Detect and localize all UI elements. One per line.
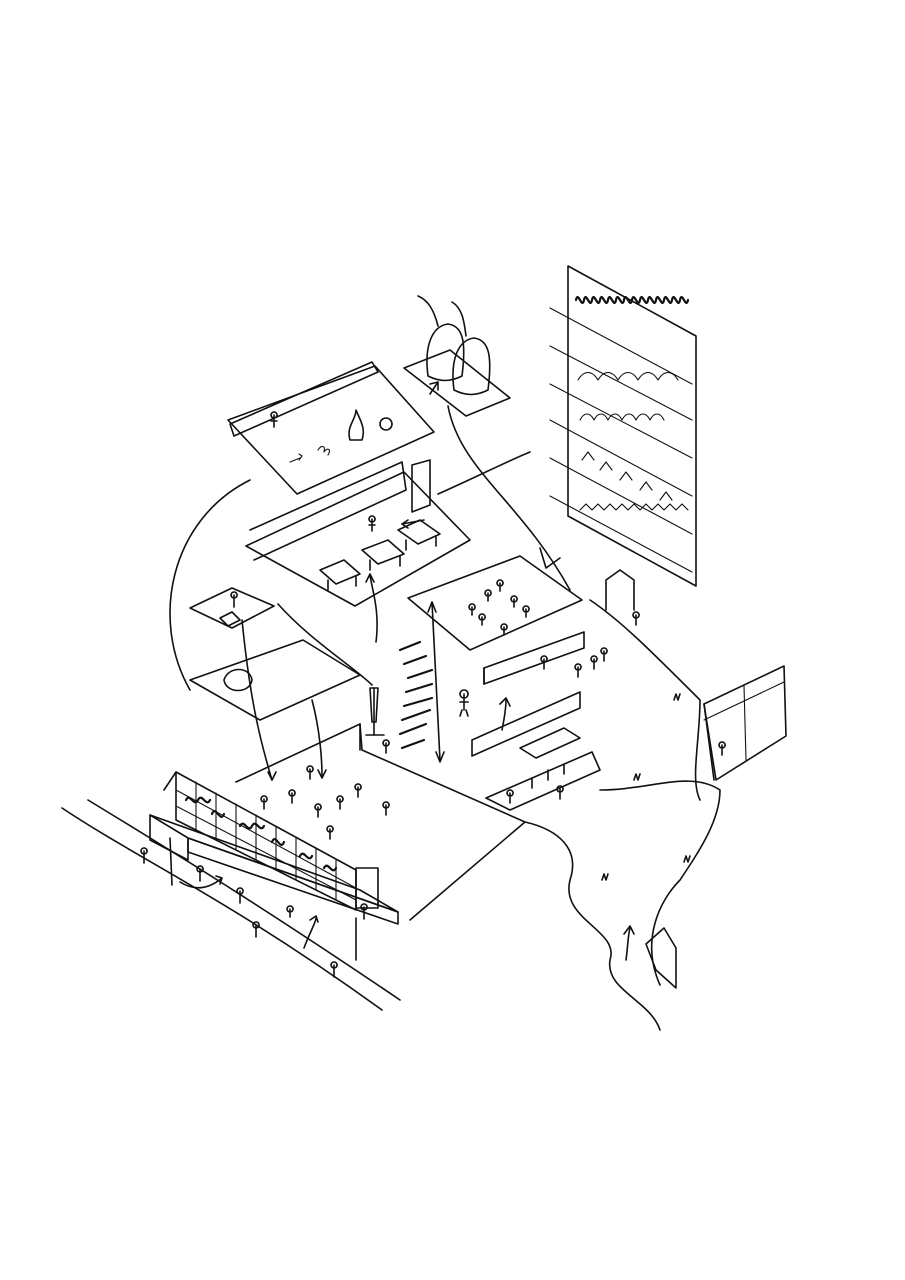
silo-platform: [403, 295, 511, 417]
vertical-farm-tower: [549, 265, 697, 587]
bar-counter: [471, 631, 585, 759]
stair-hatching: [398, 601, 445, 763]
sloped-lawn-platform: [407, 547, 583, 651]
people-figures: [140, 411, 726, 978]
circulation-arrows: [179, 381, 635, 961]
terrain-path: [169, 405, 721, 1031]
entrance-wall-screen: [149, 814, 399, 961]
road-edge: [61, 799, 401, 1011]
process-platform: [227, 361, 435, 495]
lamp-post: [365, 687, 385, 736]
kitchen-platform: [245, 459, 471, 607]
greenhouse-frame: [703, 665, 787, 781]
market-platform: [485, 751, 601, 811]
small-house: [605, 569, 635, 611]
planted-facade: [163, 771, 379, 911]
grass-tufts: [601, 693, 691, 881]
courtyard-platform: [235, 723, 526, 921]
